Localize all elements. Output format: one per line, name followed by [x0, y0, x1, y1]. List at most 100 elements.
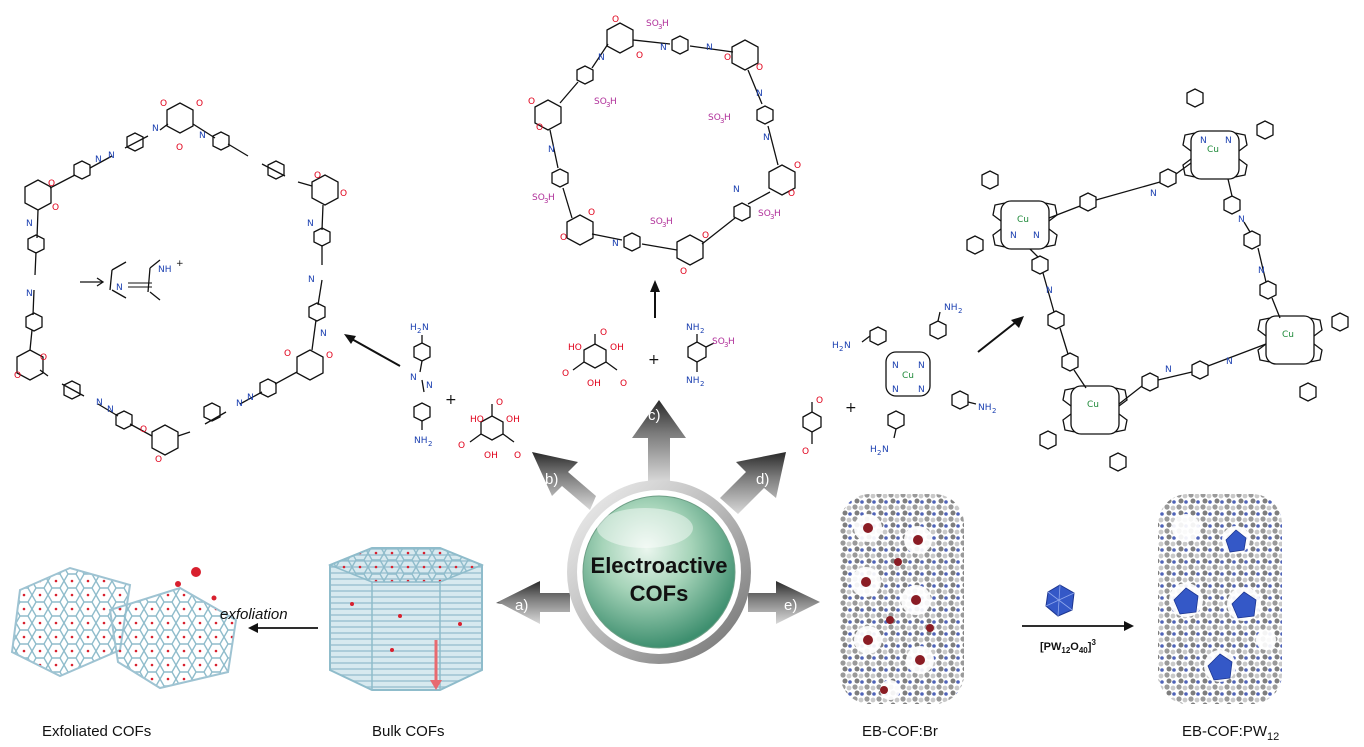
- svg-text:O: O: [794, 161, 801, 171]
- svg-text:N: N: [95, 155, 102, 165]
- svg-text:O: O: [560, 233, 567, 243]
- svg-text:2: 2: [877, 449, 881, 457]
- svg-text:N: N: [548, 145, 555, 155]
- svg-text:SO: SO: [712, 337, 725, 347]
- azo-cof-atom-labels: O O O N N O O N N N O O N N O O N N O O …: [14, 99, 347, 465]
- svg-text:+: +: [445, 392, 457, 408]
- svg-text:O: O: [802, 447, 809, 457]
- triformylphloroglucinol-b: [469, 404, 515, 443]
- svg-text:2: 2: [958, 307, 962, 315]
- svg-text:2: 2: [700, 380, 704, 388]
- svg-text:O: O: [176, 143, 183, 153]
- svg-text:b): b): [545, 471, 558, 488]
- svg-text:SO: SO: [650, 217, 663, 227]
- svg-text:N: N: [733, 185, 740, 195]
- caption-bulk-cofs: Bulk COFs: [372, 723, 445, 740]
- svg-text:N: N: [96, 398, 103, 408]
- svg-text:N: N: [1150, 189, 1157, 199]
- arrow-d: [720, 452, 786, 514]
- azo-diamine-monomer: [413, 335, 431, 430]
- svg-text:Cu: Cu: [1282, 330, 1294, 340]
- svg-text:N: N: [763, 133, 770, 143]
- cu-porphyrin-tetraamine-monomer: [861, 311, 977, 439]
- svg-text:H: H: [774, 209, 781, 219]
- sphere-title-line2: COFs: [630, 581, 689, 606]
- svg-text:N: N: [1010, 231, 1017, 241]
- synthesis-arrow-b: [344, 334, 401, 367]
- svg-text:3: 3: [662, 221, 666, 229]
- svg-text:e): e): [784, 597, 797, 614]
- exfoliation-arrow: exfoliation: [220, 606, 318, 633]
- exfoliated-cof-sheets: [10, 566, 238, 690]
- svg-text:N: N: [107, 405, 114, 415]
- arrow-c: [632, 400, 686, 482]
- caption-eb-cof-br: EB-COF:Br: [862, 723, 938, 740]
- eb-cof-br-lattice: [840, 494, 964, 704]
- svg-text:+: +: [845, 400, 857, 416]
- svg-text:N: N: [1165, 365, 1172, 375]
- svg-text:Cu: Cu: [1207, 145, 1219, 155]
- svg-text:N: N: [26, 219, 33, 229]
- svg-text:N: N: [756, 89, 763, 99]
- sulfonated-cof-labels: SO 3 H SO 3 H SO 3 H SO 3 H SO 3 H SO 3 …: [528, 15, 801, 277]
- svg-text:O: O: [496, 398, 503, 408]
- svg-text:OH: OH: [506, 415, 520, 425]
- svg-text:N: N: [247, 393, 254, 403]
- svg-text:O: O: [160, 99, 167, 109]
- synthesis-arrow-c: [650, 280, 660, 318]
- svg-text:O: O: [702, 231, 709, 241]
- svg-text:+: +: [176, 259, 184, 269]
- svg-text:NH: NH: [686, 376, 700, 386]
- svg-text:O: O: [340, 189, 347, 199]
- svg-text:O: O: [326, 351, 333, 361]
- svg-text:O: O: [600, 328, 607, 338]
- svg-text:OH: OH: [484, 451, 498, 461]
- svg-text:O: O: [14, 371, 21, 381]
- svg-text:O: O: [680, 267, 687, 277]
- svg-text:N: N: [918, 361, 925, 371]
- svg-text:O: O: [620, 379, 627, 389]
- svg-text:N: N: [1046, 286, 1053, 296]
- svg-text:O: O: [612, 15, 619, 25]
- svg-text:N: N: [1200, 136, 1207, 146]
- svg-text:N: N: [410, 373, 417, 383]
- svg-text:O: O: [588, 208, 595, 218]
- svg-text:HO: HO: [568, 343, 582, 353]
- svg-text:2: 2: [428, 440, 432, 448]
- svg-text:O: O: [196, 99, 203, 109]
- svg-text:N: N: [1225, 136, 1232, 146]
- ion-exchange-arrow: [PW12O40]3: [1022, 621, 1134, 655]
- pw12-reagent-label: [PW12O40]3: [1040, 638, 1096, 655]
- svg-text:3: 3: [544, 197, 548, 205]
- svg-text:N: N: [199, 131, 206, 141]
- svg-text:NH: NH: [686, 323, 700, 333]
- svg-text:O: O: [514, 451, 521, 461]
- svg-text:H: H: [666, 217, 673, 227]
- svg-text:O: O: [536, 123, 543, 133]
- svg-text:c): c): [648, 407, 661, 424]
- svg-text:N: N: [918, 385, 925, 395]
- svg-text:O: O: [155, 455, 162, 465]
- svg-text:SO: SO: [708, 113, 721, 123]
- svg-text:d): d): [756, 471, 769, 488]
- svg-text:NH: NH: [158, 265, 172, 275]
- svg-text:N: N: [1238, 215, 1245, 225]
- svg-text:N: N: [108, 151, 115, 161]
- svg-text:O: O: [636, 51, 643, 61]
- sulfonated-diamine-monomer: [687, 334, 715, 372]
- svg-text:SO: SO: [594, 97, 607, 107]
- svg-text:N: N: [308, 275, 315, 285]
- svg-text:3: 3: [720, 117, 724, 125]
- arrow-e: [748, 581, 820, 624]
- svg-text:N: N: [706, 43, 713, 53]
- svg-text:H: H: [548, 193, 555, 203]
- captions: Exfoliated COFs Bulk COFs EB-COF:Br EB-C…: [42, 723, 1279, 743]
- electroactive-sphere: Electroactive COFs: [567, 480, 751, 664]
- arrow-labels: a) b) c) d) e): [515, 407, 797, 614]
- svg-text:N: N: [26, 289, 33, 299]
- corner-ring: [166, 102, 194, 134]
- svg-text:N: N: [152, 124, 159, 134]
- svg-text:N: N: [882, 445, 889, 455]
- bulk-cof-stack: [328, 547, 484, 691]
